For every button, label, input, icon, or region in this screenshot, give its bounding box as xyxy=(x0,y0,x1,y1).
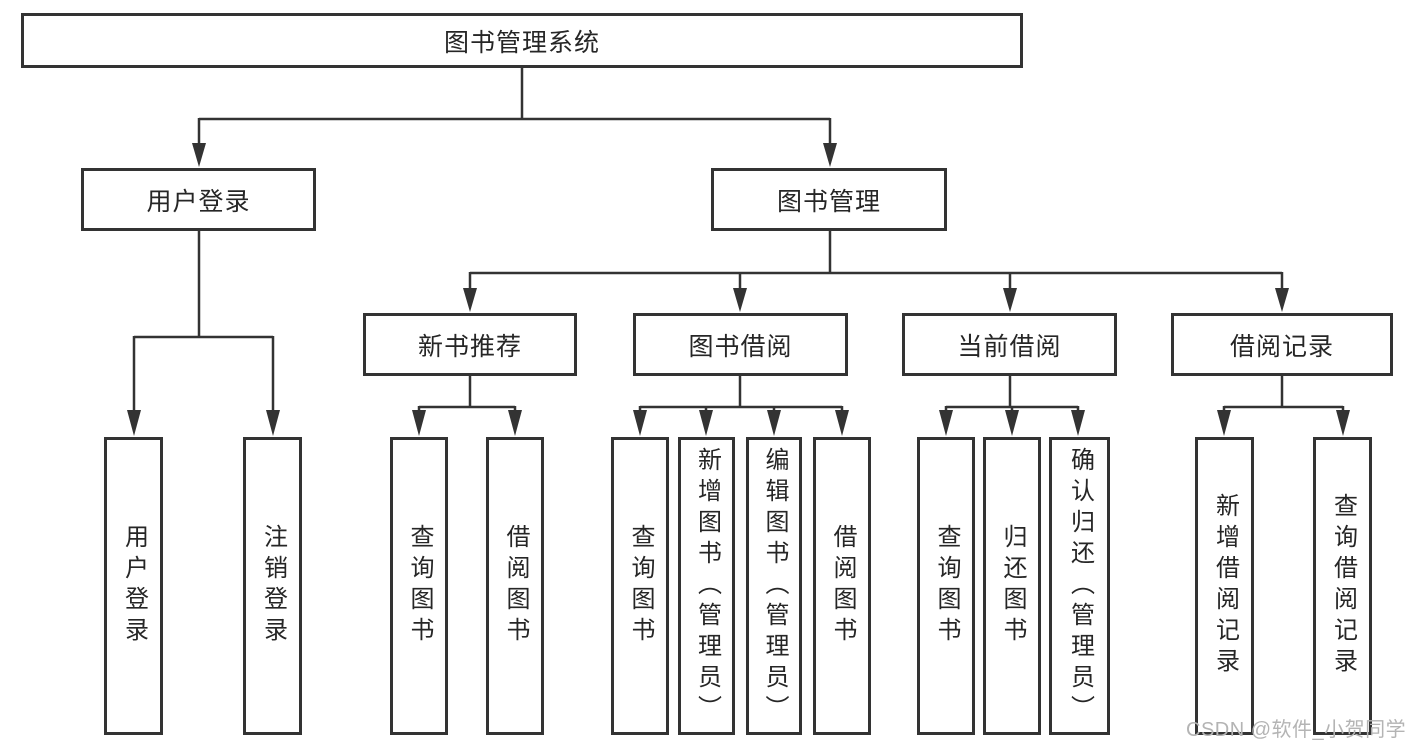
leaf-query-borrow-record: 查询借阅记录 xyxy=(1313,437,1372,735)
node-user-login-label: 用户登录 xyxy=(146,187,251,216)
leaf-confirm-return-admin-label: 确认归还（管理员） xyxy=(1066,446,1094,726)
node-book-borrow-label: 图书借阅 xyxy=(688,332,793,361)
watermark: CSDN @软件_小贺同学 xyxy=(1186,719,1405,741)
leaf-add-borrow-record: 新增借阅记录 xyxy=(1195,437,1254,735)
leaf-edit-book-admin-label: 编辑图书（管理员） xyxy=(761,446,788,726)
leaf-newbook-query-books: 查询图书 xyxy=(390,437,448,735)
node-book-borrow: 图书借阅 xyxy=(633,313,848,376)
node-book-management: 图书管理 xyxy=(711,168,947,231)
node-new-book-recommend-label: 新书推荐 xyxy=(417,332,522,361)
leaf-add-book-admin: 新增图书（管理员） xyxy=(678,437,735,735)
node-root: 图书管理系统 xyxy=(21,13,1023,68)
node-current-borrow: 当前借阅 xyxy=(902,313,1117,376)
node-book-management-label: 图书管理 xyxy=(776,187,881,216)
node-new-book-recommend: 新书推荐 xyxy=(363,313,577,376)
leaf-query-borrow-record-label: 查询借阅记录 xyxy=(1329,493,1357,679)
leaf-user-login-label: 用户登录 xyxy=(120,524,148,648)
leaf-add-borrow-record-label: 新增借阅记录 xyxy=(1211,493,1239,679)
node-current-borrow-label: 当前借阅 xyxy=(957,332,1062,361)
leaf-newbook-query-books-label: 查询图书 xyxy=(406,524,433,648)
leaf-current-query-books: 查询图书 xyxy=(917,437,975,735)
leaf-borrow-books: 借阅图书 xyxy=(813,437,871,735)
leaf-borrow-query-books-label: 查询图书 xyxy=(627,524,654,648)
leaf-confirm-return-admin: 确认归还（管理员） xyxy=(1049,437,1110,735)
node-borrow-record: 借阅记录 xyxy=(1171,313,1393,376)
leaf-return-books-label: 归还图书 xyxy=(999,524,1026,648)
leaf-borrow-query-books: 查询图书 xyxy=(611,437,669,735)
node-user-login: 用户登录 xyxy=(81,168,316,231)
leaf-add-book-admin-label: 新增图书（管理员） xyxy=(693,446,721,726)
leaf-edit-book-admin: 编辑图书（管理员） xyxy=(746,437,802,735)
node-borrow-record-label: 借阅记录 xyxy=(1229,332,1334,361)
leaf-return-books: 归还图书 xyxy=(983,437,1041,735)
leaf-logout-login-label: 注销登录 xyxy=(259,524,287,648)
leaf-current-query-books-label: 查询图书 xyxy=(933,524,960,648)
leaf-logout-login: 注销登录 xyxy=(243,437,302,735)
leaf-user-login: 用户登录 xyxy=(104,437,163,735)
node-root-label: 图书管理系统 xyxy=(443,28,600,57)
leaf-newbook-borrow-books-label: 借阅图书 xyxy=(502,524,529,648)
leaf-borrow-books-label: 借阅图书 xyxy=(829,524,856,648)
leaf-newbook-borrow-books: 借阅图书 xyxy=(486,437,544,735)
